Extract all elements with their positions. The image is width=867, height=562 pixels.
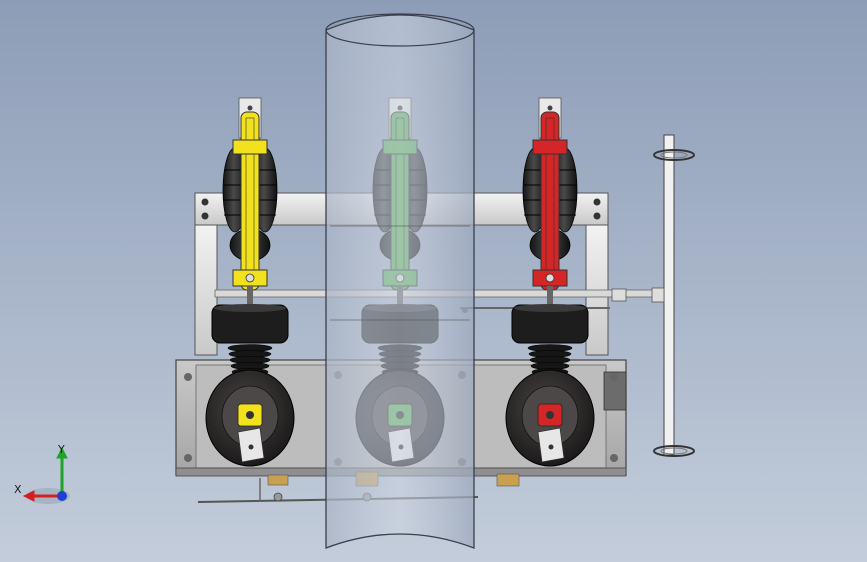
x-axis-label: X — [14, 483, 22, 496]
operating-handle — [651, 134, 695, 457]
utility-pole — [325, 13, 475, 549]
x-axis-arrowhead — [22, 490, 35, 502]
y-axis-label: Y — [58, 443, 65, 456]
coordinate-triad — [22, 446, 70, 504]
y-axis-arrowhead — [56, 446, 68, 459]
phase-a-assembly — [205, 97, 295, 467]
phase-c-assembly — [505, 97, 595, 467]
z-axis-dot — [57, 491, 67, 501]
